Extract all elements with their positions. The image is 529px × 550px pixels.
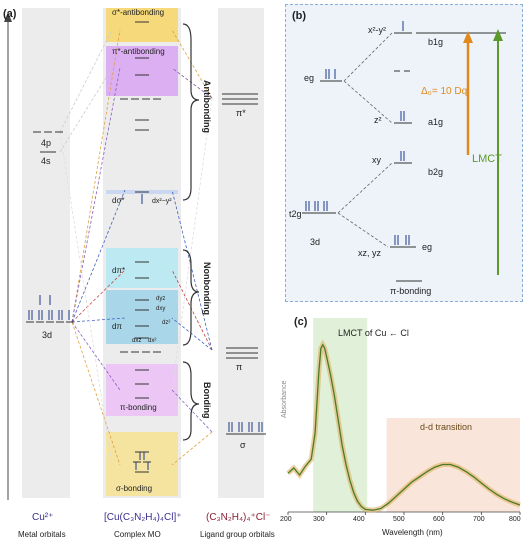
dxz-label: dxz	[132, 338, 142, 344]
antibonding-region-label: Antibonding	[202, 80, 212, 133]
dpi-star-band	[106, 248, 178, 288]
sigma-star-antibonding-label: σ*-antibonding	[112, 8, 165, 17]
x-tick-700: 700	[473, 516, 485, 523]
panel-a-label: (a)	[3, 8, 17, 20]
x-axis-label: Wavelength (nm)	[382, 528, 443, 537]
panel-a: (a) σ*-antibonding π*-antibonding π-bond…	[3, 8, 275, 539]
metal-orbitals-column	[22, 8, 70, 498]
eg-label: eg	[304, 73, 315, 83]
dd-band-label: d-d transition	[420, 422, 473, 432]
pi-star-band	[106, 46, 178, 96]
3d-label: 3d	[310, 237, 321, 247]
lmct-band-label: LMCT of Cu ← Cl	[338, 328, 409, 338]
sigma-star-band	[106, 8, 178, 42]
sigma-bonding-label: σ-bonding	[116, 484, 153, 493]
dpi-label: dπ	[112, 322, 122, 331]
b2g-label: b2g	[428, 167, 444, 177]
metal-4p-label: 4p	[41, 138, 52, 148]
spectrum-line	[287, 343, 521, 511]
dpi-band	[106, 290, 178, 344]
ligand-sigma-label: σ	[240, 440, 246, 450]
x-tick-300: 300	[313, 516, 325, 523]
panel-c: (c) LMCT of Cu ← Cl d-d transition Absor…	[280, 308, 529, 550]
t2g-label: t2g	[289, 209, 302, 219]
x-tick-400: 400	[353, 516, 365, 523]
b1g-label: b1g	[428, 37, 444, 47]
splitting-diagram	[302, 21, 506, 282]
pi-bonding-band	[106, 364, 178, 416]
x-tick-600: 600	[433, 516, 445, 523]
ligand-pi-star-label: π*	[236, 108, 246, 118]
panel-b-label: (b)	[292, 10, 307, 22]
y-axis-label: Absorbance	[281, 380, 288, 418]
pi-bonding-label: π-bonding	[120, 403, 157, 412]
eg-right-label: eg	[422, 242, 433, 252]
a1g-label: a1g	[428, 117, 444, 127]
sigma-bonding-band	[106, 432, 178, 496]
complex-caption: Complex MO	[114, 530, 161, 539]
ligand-pi-label: π	[236, 362, 243, 372]
ligand-caption: Ligand group orbitals	[200, 530, 275, 539]
x2y2-label: x²-y²	[368, 25, 386, 35]
metal-caption: Metal orbitals	[18, 530, 66, 539]
dx2y2-label: dx²−y²	[152, 198, 172, 205]
complex-formula: [Cu(C₃N₂H₄)₄Cl]⁺	[104, 512, 182, 523]
bonding-region-label: Bonding	[202, 382, 212, 419]
panel-c-label: (c)	[294, 316, 308, 328]
dxy-label: dxy	[156, 306, 166, 312]
pi-bonding-b-label: π-bonding	[390, 286, 432, 296]
delta-label: Δ₀= 10 Dq	[421, 86, 468, 97]
nonbonding-region-label: Nonbonding	[202, 262, 212, 315]
dpi-star-label: dπ*	[112, 266, 126, 275]
x-tick-800: 800	[509, 516, 521, 523]
metal-formula: Cu²⁺	[32, 512, 54, 523]
xzyz-label: xz, yz	[358, 248, 382, 258]
x-tick-200: 200	[280, 516, 292, 523]
dx2-label: dx²	[148, 338, 157, 344]
energy-axis-arrow	[4, 12, 12, 500]
absorption-spectrum	[286, 318, 521, 515]
ligand-formula: (C₃N₂H₄)₄⁺Cl⁻	[206, 512, 271, 523]
metal-4s-label: 4s	[41, 156, 51, 166]
dyz-label: dyz	[156, 296, 166, 302]
pi-star-antibonding-label: π*-antibonding	[112, 47, 165, 56]
metal-3d-label: 3d	[42, 330, 53, 340]
dz2-label: dz²	[162, 320, 171, 326]
z2-label: z²	[374, 115, 382, 125]
lmct-label: LMCT	[472, 153, 502, 165]
ligand-orbitals-column	[218, 8, 264, 498]
x-tick-500: 500	[393, 516, 405, 523]
correlation-lines	[26, 21, 266, 473]
xy-label: xy	[372, 155, 381, 165]
panel-b: (b)	[285, 4, 523, 302]
dsigma-label: dσ*	[112, 196, 125, 205]
